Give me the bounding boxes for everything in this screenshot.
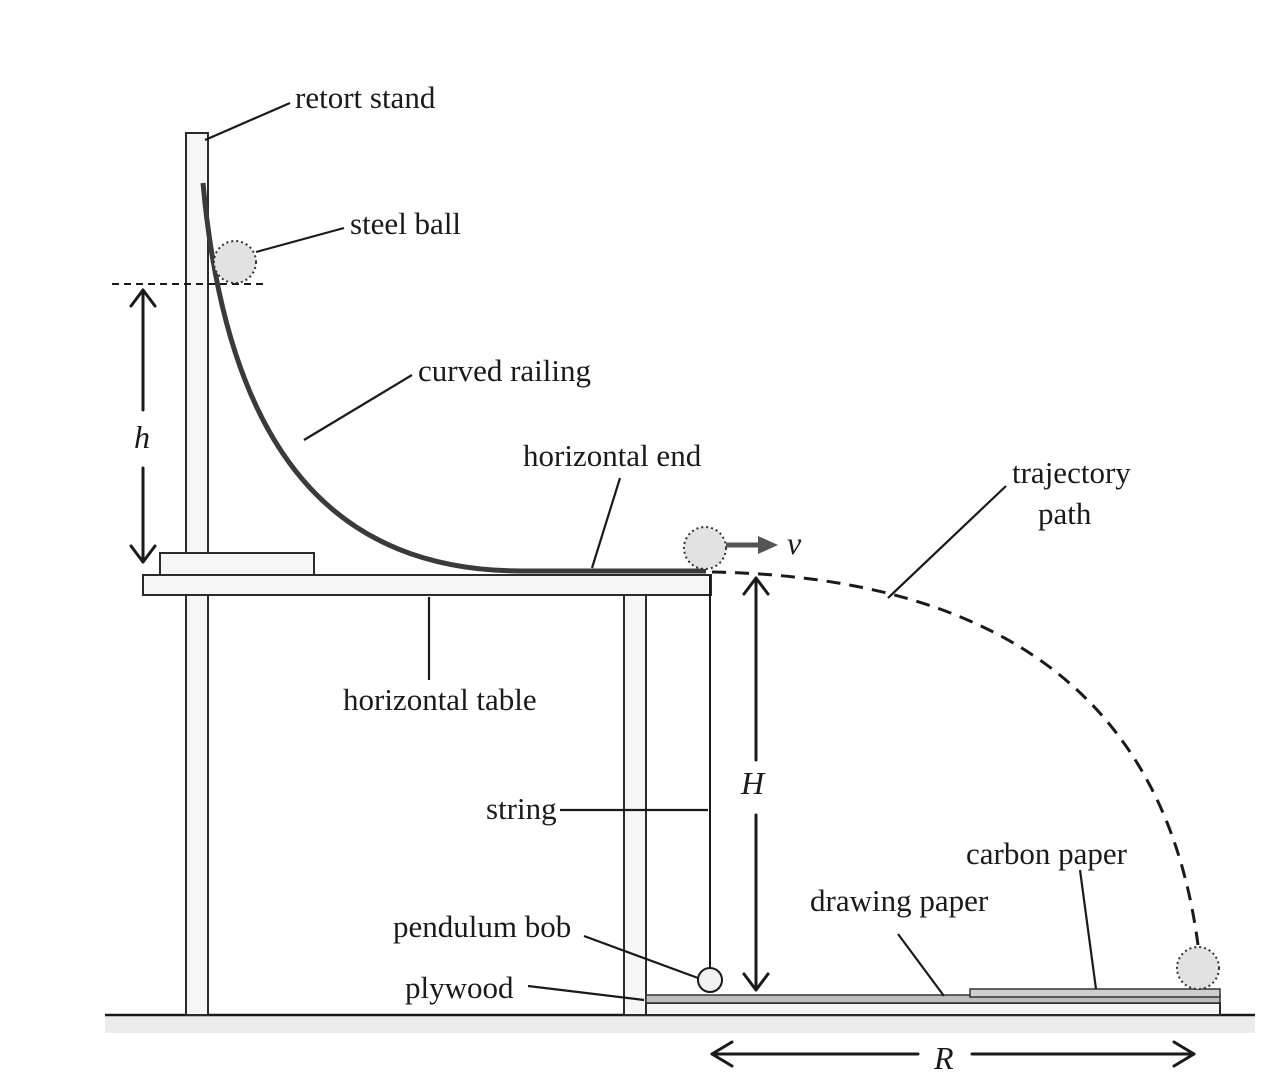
trajectory-path-label-line2: path	[1038, 496, 1092, 531]
velocity-arrow	[726, 536, 778, 554]
steel-ball-leader	[255, 226, 345, 254]
pendulum-bob	[697, 967, 723, 993]
R-symbol: R	[933, 1040, 954, 1076]
table-leg	[623, 594, 647, 1016]
pendulum-bob-label: pendulum bob	[393, 909, 571, 944]
plywood-leader	[527, 984, 645, 1002]
drawing-paper-leader	[897, 933, 945, 997]
trajectory-path-leader	[887, 485, 1007, 599]
floor	[105, 1013, 1255, 1033]
trajectory-path-label-line1: trajectory	[1012, 455, 1131, 490]
trajectory-path	[711, 570, 1200, 946]
drawing-paper	[645, 994, 1221, 1004]
horizontal-table-label: horizontal table	[343, 682, 537, 717]
carbon-paper	[969, 988, 1221, 998]
steel-ball-landing	[1176, 946, 1220, 990]
plywood	[645, 1002, 1221, 1016]
horizontal-end-label: horizontal end	[523, 438, 702, 473]
H-arrow	[742, 576, 770, 992]
carbon-paper-leader	[1078, 869, 1098, 990]
horizontal-end-leader	[590, 477, 622, 569]
stand-base-block	[159, 552, 315, 576]
drawing-paper-label: drawing paper	[810, 883, 989, 918]
plywood-label: plywood	[405, 970, 514, 1005]
curved-railing-leader	[303, 374, 413, 441]
carbon-paper-label: carbon paper	[966, 836, 1128, 871]
horizontal-table	[142, 574, 712, 596]
steel-ball-at-end	[683, 526, 727, 570]
v-symbol: v	[787, 525, 802, 561]
retort-stand-label: retort stand	[295, 80, 436, 115]
h-symbol: h	[134, 419, 150, 455]
steel-ball-label: steel ball	[350, 206, 461, 241]
H-symbol: H	[740, 765, 766, 801]
R-arrow	[710, 1040, 1196, 1068]
steel-ball	[213, 240, 257, 284]
pendulum-bob-leader	[583, 934, 699, 980]
retort-stand-leader	[204, 101, 291, 142]
curved-railing-label: curved railing	[418, 353, 591, 388]
h-arrow	[129, 288, 157, 564]
curved-railing	[200, 182, 706, 574]
string-label: string	[486, 791, 557, 826]
